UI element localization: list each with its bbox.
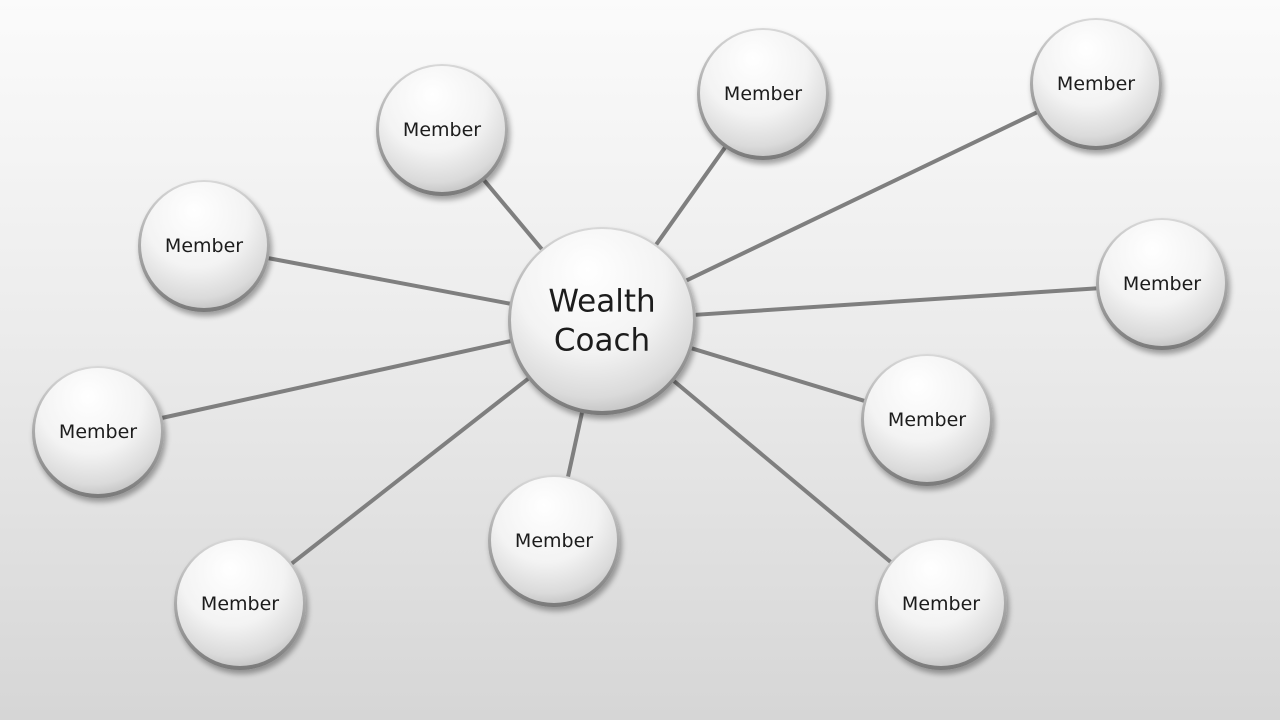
member-label: Member — [165, 235, 243, 257]
connector-line-1 — [481, 177, 545, 252]
member-label: Member — [1057, 73, 1135, 95]
member-node-3-face — [1033, 20, 1159, 146]
member-node-9-face — [177, 540, 303, 666]
member-node-2: Member — [697, 28, 829, 160]
member-node-6-face — [35, 368, 161, 494]
member-node-9: Member — [174, 538, 306, 670]
connector-line-9 — [289, 376, 531, 567]
member-node-1: Member — [376, 64, 508, 196]
member-label: Member — [902, 593, 980, 615]
member-label: Member — [59, 421, 137, 443]
member-node-10: Member — [875, 538, 1007, 670]
member-label: Member — [724, 83, 802, 105]
member-node-4: Member — [138, 180, 270, 312]
connector-line-6 — [160, 338, 513, 421]
member-node-3: Member — [1030, 18, 1162, 150]
member-label: Member — [515, 530, 593, 552]
member-label: Member — [1123, 273, 1201, 295]
connector-line-8 — [565, 410, 585, 479]
connector-line-10 — [671, 378, 894, 565]
connector-lines — [160, 109, 1099, 567]
member-label: Member — [201, 593, 279, 615]
connector-line-5 — [693, 286, 1099, 317]
member-node-5-face — [1099, 220, 1225, 346]
member-node-8: Member — [488, 475, 620, 607]
member-node-2-face — [700, 30, 826, 156]
member-node-7-face — [864, 356, 990, 482]
member-node-8-face — [491, 477, 617, 603]
member-node-6: Member — [32, 366, 164, 498]
connector-line-3 — [684, 109, 1040, 284]
connector-line-4 — [266, 255, 512, 306]
center-label-line-1: Wealth — [548, 284, 655, 320]
center-node-face — [511, 229, 693, 411]
member-node-7: Member — [861, 354, 993, 486]
member-node-4-face — [141, 182, 267, 308]
member-node-1-face — [379, 66, 505, 192]
connector-line-7 — [689, 345, 867, 404]
connector-line-2 — [653, 145, 728, 248]
member-node-10-face — [878, 540, 1004, 666]
center-label-line-2: Coach — [554, 323, 650, 359]
member-label: Member — [403, 119, 481, 141]
member-node-5: Member — [1096, 218, 1228, 350]
member-label: Member — [888, 409, 966, 431]
